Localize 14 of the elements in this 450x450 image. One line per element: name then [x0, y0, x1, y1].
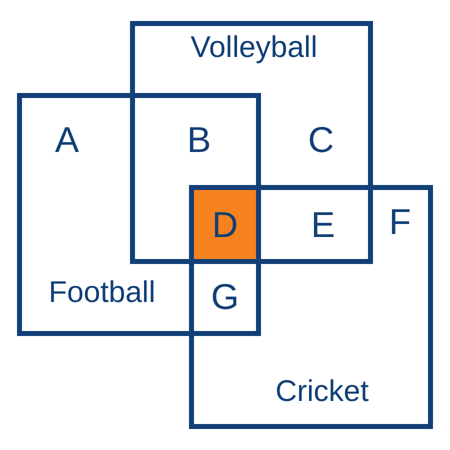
region-letter: B [187, 122, 211, 158]
region-letter: E [311, 207, 335, 243]
outlined-square [189, 185, 433, 429]
region-letter: G [211, 279, 239, 315]
region-letter: A [55, 122, 79, 158]
highlighted-region [194, 190, 256, 259]
set-name: Cricket [275, 377, 369, 407]
outlined-square [17, 93, 261, 336]
region-letter: C [308, 122, 334, 158]
region-letter: F [389, 204, 411, 240]
set-name: Volleyball [190, 33, 318, 63]
region-letter: D [212, 207, 238, 243]
outlined-square [130, 21, 373, 264]
set-name: Football [48, 278, 156, 308]
